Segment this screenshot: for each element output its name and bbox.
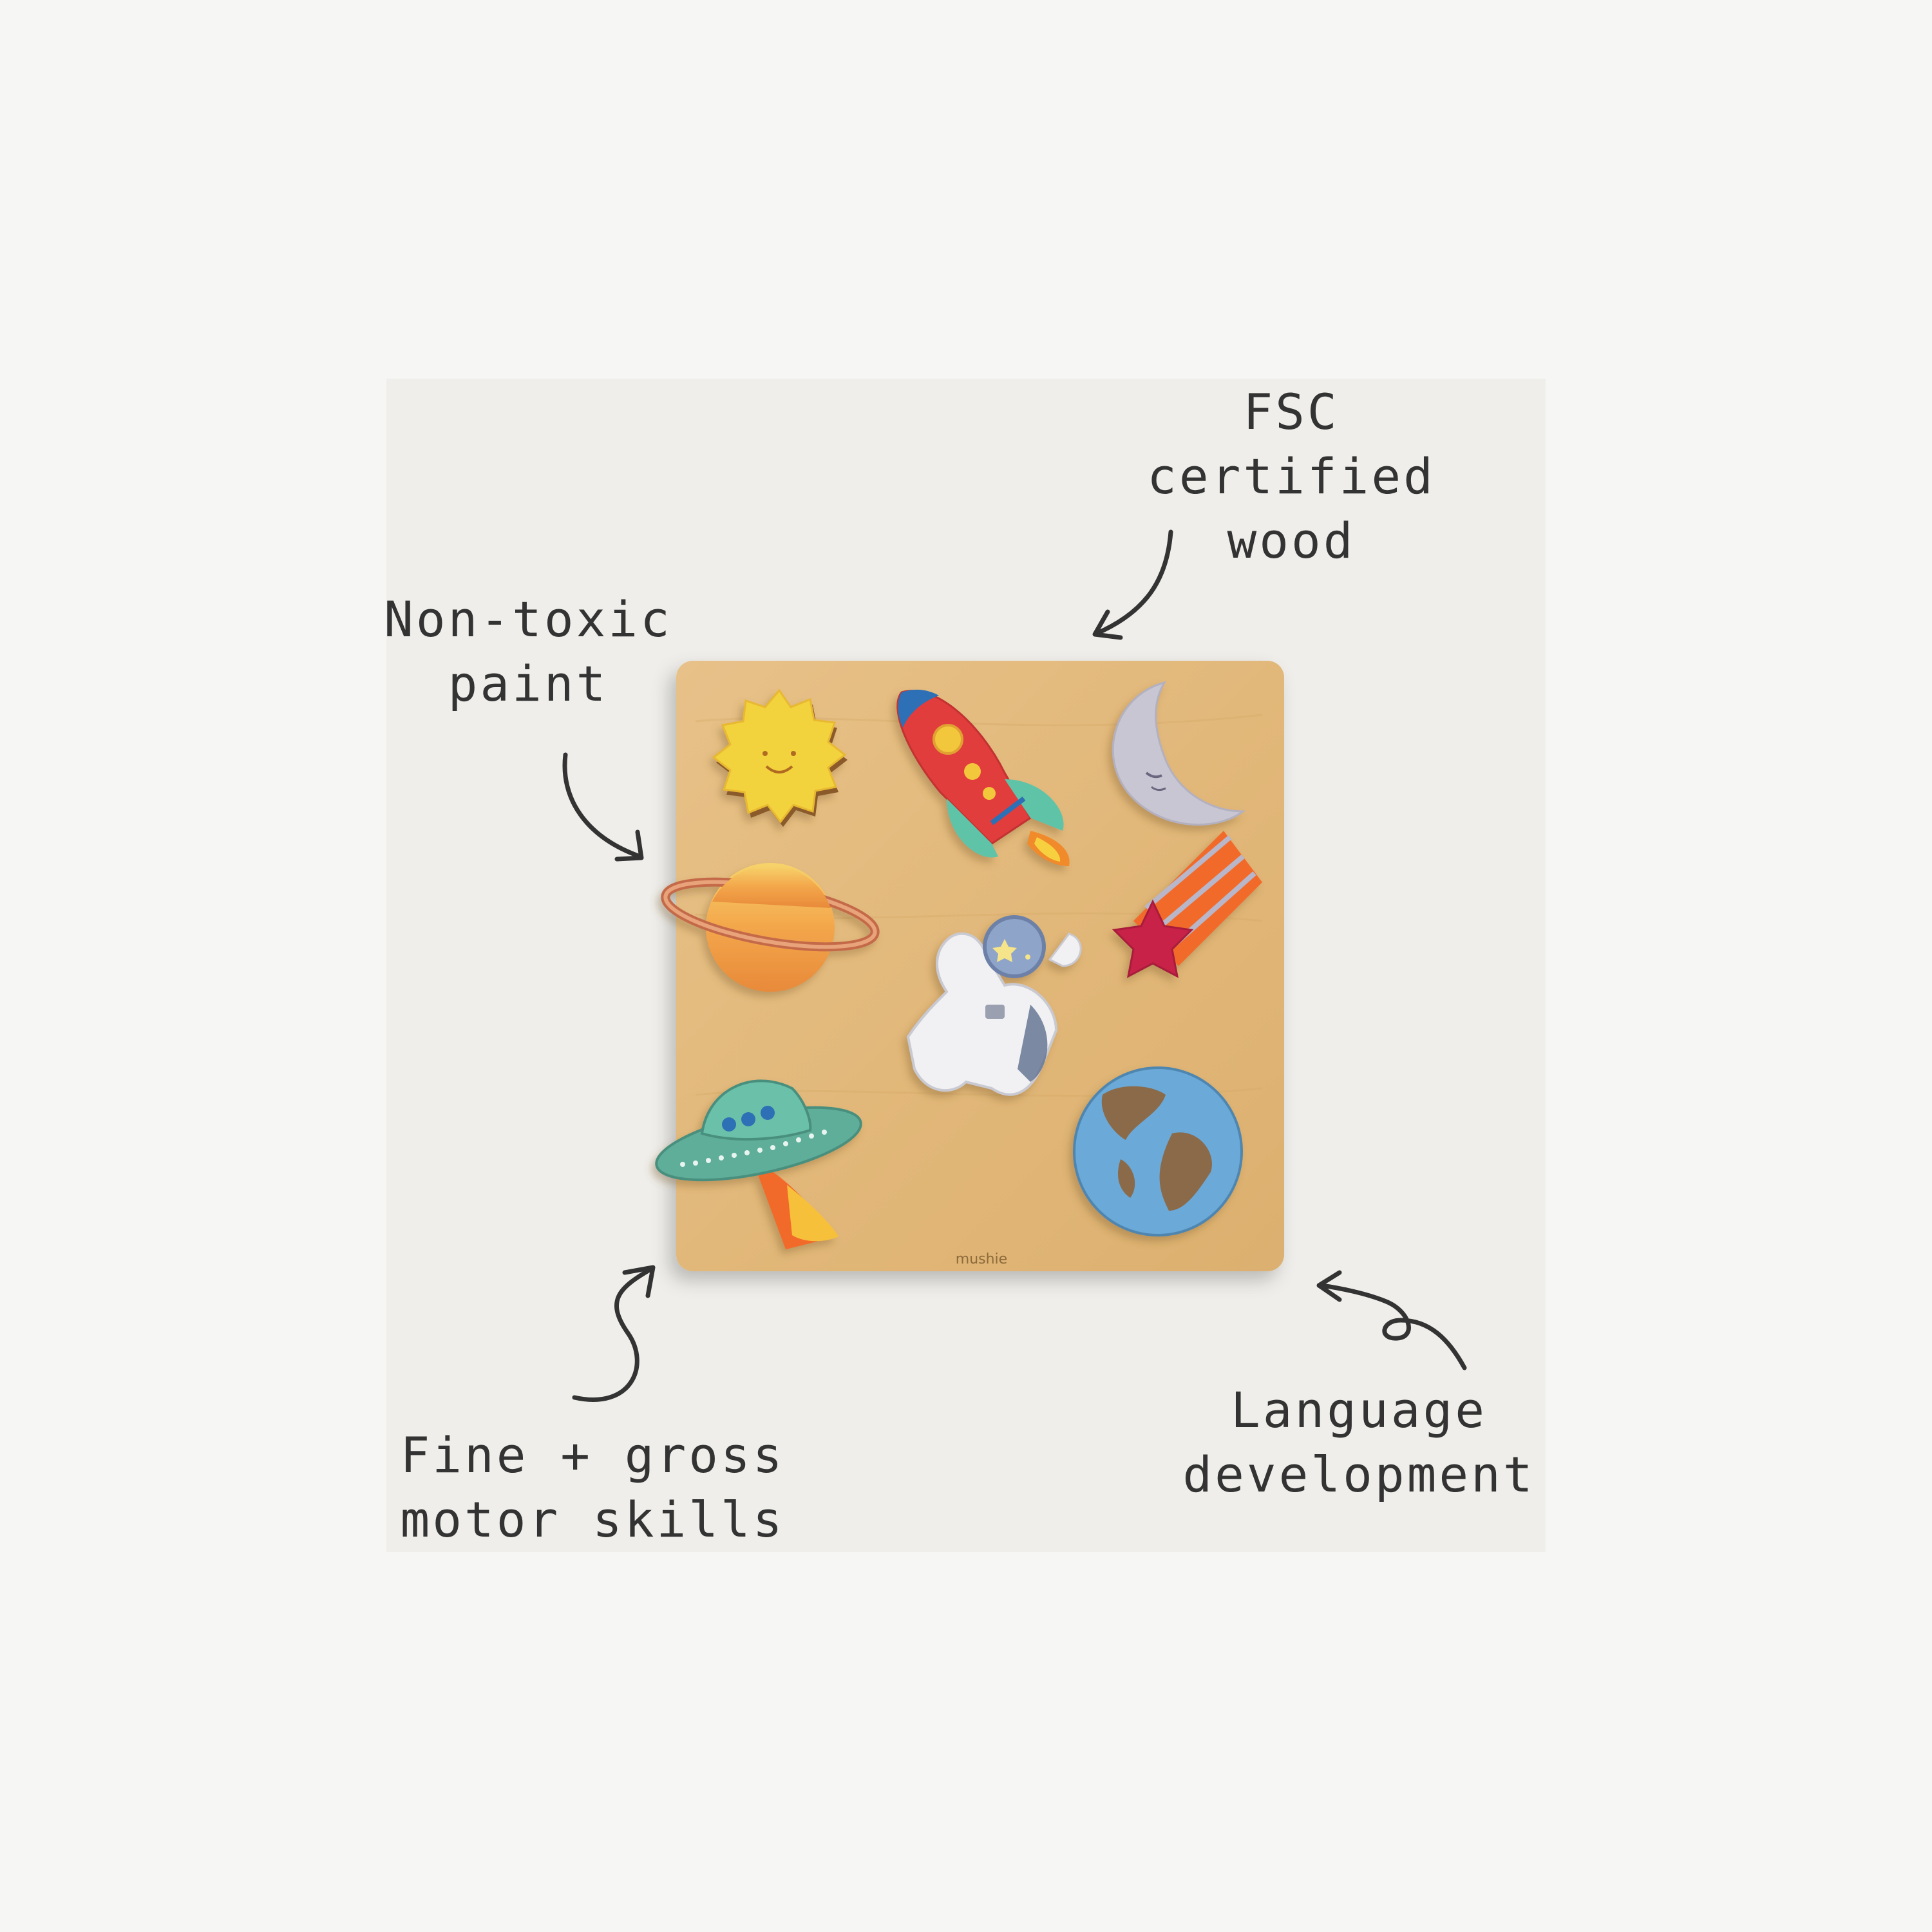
moon-icon[interactable] (1112, 681, 1246, 826)
language-arrowhead-icon (1316, 1270, 1342, 1302)
callout-motor-skills: Fine + gross motor skills (400, 1426, 785, 1548)
planet-icon[interactable] (661, 863, 880, 992)
callout-language-development: Language development (1182, 1381, 1535, 1503)
fsc-arrow-icon (1094, 529, 1173, 636)
callout-non-toxic-paint: Non-toxic paint (384, 591, 672, 712)
language-arrow-icon (1319, 1283, 1467, 1370)
motor-arrowhead-icon (622, 1265, 656, 1298)
earth-icon[interactable] (1073, 1066, 1243, 1236)
sun-icon[interactable] (712, 688, 848, 827)
nontoxic-arrowhead-icon (614, 829, 644, 862)
shooting-star-icon[interactable] (1112, 831, 1262, 978)
fsc-arrowhead-icon (1092, 609, 1123, 640)
nontoxic-arrow-icon (562, 752, 643, 859)
board-brand-text: mushie (956, 1251, 1007, 1267)
callout-fsc-certified-wood: FSC certified wood (1147, 383, 1435, 569)
astronaut-icon[interactable] (906, 915, 1082, 1096)
rocket-icon[interactable] (896, 689, 1070, 866)
motor-arrow-icon (572, 1266, 654, 1402)
ufo-icon[interactable] (650, 1079, 867, 1249)
